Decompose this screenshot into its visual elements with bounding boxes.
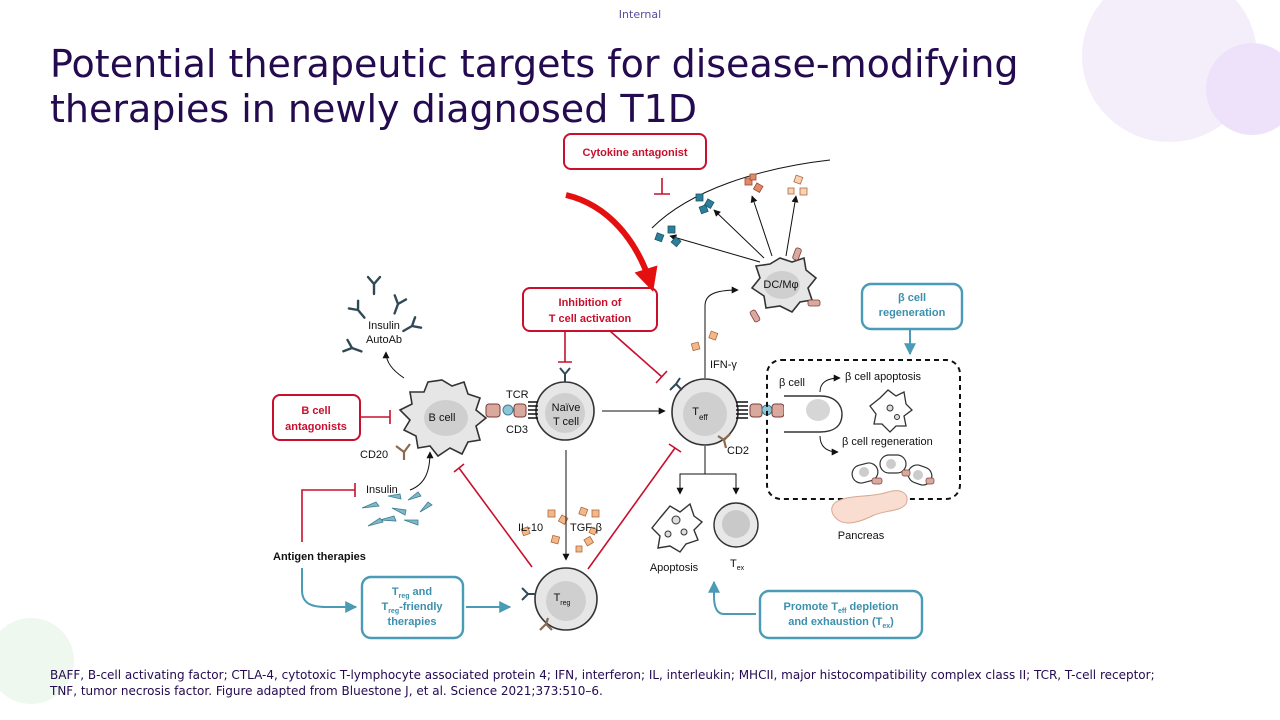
insulin-molecules-icon	[361, 491, 433, 527]
naive-t-cell-line2: T cell	[553, 416, 579, 428]
treg-therapies-line2: Treg-friendly	[381, 601, 443, 615]
cytokine-molecules-icon	[654, 173, 808, 248]
apoptosis-label: Apoptosis	[650, 562, 699, 574]
treg-receptor-icons	[521, 587, 536, 601]
t1d-therapy-diagram: Cytokine antagonist Inhibition of T cell…	[272, 133, 964, 640]
cd20-receptor-icon	[395, 443, 411, 460]
inhibition-label-line1: Inhibition of	[559, 297, 622, 309]
promote-depletion-line1: Promote Teff depletion	[784, 601, 899, 615]
title-line-2: therapies in newly diagnosed T1D	[50, 87, 698, 131]
naive-t-cell-line1: Naïve	[552, 402, 581, 414]
treg-therapies-line1: Treg and	[392, 586, 432, 600]
inhibition-label-line2: T cell activation	[549, 313, 632, 325]
decor-circle-green	[0, 618, 74, 704]
b-cell-antagonists-box: B cell antagonists	[272, 394, 361, 441]
apoptotic-cell-icon	[651, 502, 704, 553]
teff-receptor-icon	[669, 377, 683, 391]
b-cell-antagonists-line2: antagonists	[285, 421, 347, 433]
decor-circle-small	[1206, 43, 1280, 135]
dc-macrophage-label: DC/Mφ	[763, 279, 798, 291]
pancreas-label: Pancreas	[838, 530, 885, 542]
red-curved-arrow	[565, 192, 658, 292]
ctla4-receptor-icon	[559, 367, 571, 382]
footnote: BAFF, B-cell activating factor; CTLA-4, …	[50, 667, 1240, 699]
beta-regeneration-label: β cell regeneration	[842, 436, 933, 448]
treg-cd-receptor-icon	[539, 617, 553, 631]
cd20-label: CD20	[360, 449, 388, 461]
autoantibody-icons	[342, 275, 423, 353]
b-cell: B cell	[398, 379, 488, 458]
teff-cell: Teff	[671, 378, 739, 446]
insulin-autoab-label-line2: AutoAb	[366, 334, 402, 346]
treg-therapies-box: Treg and Treg-friendly therapies	[360, 575, 465, 640]
dc-macrophage-cell: DC/Mφ	[750, 256, 818, 314]
cd3-label: CD3	[506, 424, 528, 436]
teff-cell-label: Teff	[692, 406, 708, 422]
tcr-label: TCR	[506, 389, 529, 401]
tex-cell	[713, 502, 759, 548]
inhibition-lines	[301, 178, 682, 570]
classification-label: Internal	[618, 8, 662, 21]
teff-beta-interface-icon	[736, 401, 785, 419]
treg-cell-label: Treg	[554, 592, 571, 607]
cytokine-arc	[651, 159, 831, 229]
insulin-autoab-label-line1: Insulin	[368, 320, 400, 332]
beta-apoptosis-icon	[869, 389, 913, 433]
teff-to-apoptosis-arrow	[676, 446, 706, 495]
antigen-therapies-label: Antigen therapies	[273, 551, 366, 563]
tcr-mhc-interface-icon	[485, 401, 538, 419]
beta-regeneration-line2: regeneration	[879, 307, 946, 319]
beta-cell	[784, 395, 843, 433]
beta-regeneration-line1: β cell	[898, 292, 926, 304]
naive-t-cell: Naïve T cell	[535, 381, 595, 441]
title-line-1: Potential therapeutic targets for diseas…	[50, 42, 1019, 86]
ifn-gamma-label: IFN-γ	[710, 359, 737, 371]
ifn-gamma-molecules-icon	[690, 330, 719, 352]
beta-apoptosis-label: β cell apoptosis	[845, 371, 922, 383]
cytokine-antagonist-box: Cytokine antagonist	[563, 133, 707, 170]
cytokine-antagonist-label: Cytokine antagonist	[582, 147, 687, 159]
dc-receptor-icons	[749, 247, 821, 323]
footnote-line-2: TNF, tumor necrosis factor. Figure adapt…	[50, 684, 603, 698]
treg-cell: Treg	[534, 567, 598, 631]
tgfb-label: TGF-β	[570, 522, 602, 534]
insulin-label: Insulin	[366, 484, 398, 496]
slide-title: Potential therapeutic targets for diseas…	[50, 42, 1130, 132]
pancreas-icon	[831, 490, 908, 524]
cd2-label: CD2	[727, 445, 749, 457]
beta-cell-region	[766, 359, 961, 500]
promote-depletion-line2: and exhaustion (Tex)	[788, 616, 894, 630]
regenerating-beta-cells-icon	[851, 454, 935, 486]
b-cell-antagonists-line1: B cell	[301, 405, 330, 417]
treg-therapies-line3: therapies	[388, 616, 437, 628]
beta-cell-regeneration-box: β cell regeneration	[860, 282, 964, 331]
therapy-arrows	[301, 330, 916, 615]
cd2-receptor-icon	[717, 433, 731, 449]
inhibition-t-cell-activation-box: Inhibition of T cell activation	[522, 287, 658, 332]
footnote-line-1: BAFF, B-cell activating factor; CTLA-4, …	[50, 668, 1155, 682]
tex-label: Tex	[730, 558, 745, 572]
promote-teff-depletion-box: Promote Teff depletion and exhaustion (T…	[758, 589, 924, 640]
b-cell-label: B cell	[429, 412, 456, 424]
il10-label: IL-10	[518, 522, 543, 534]
beta-cell-label: β cell	[779, 377, 805, 389]
